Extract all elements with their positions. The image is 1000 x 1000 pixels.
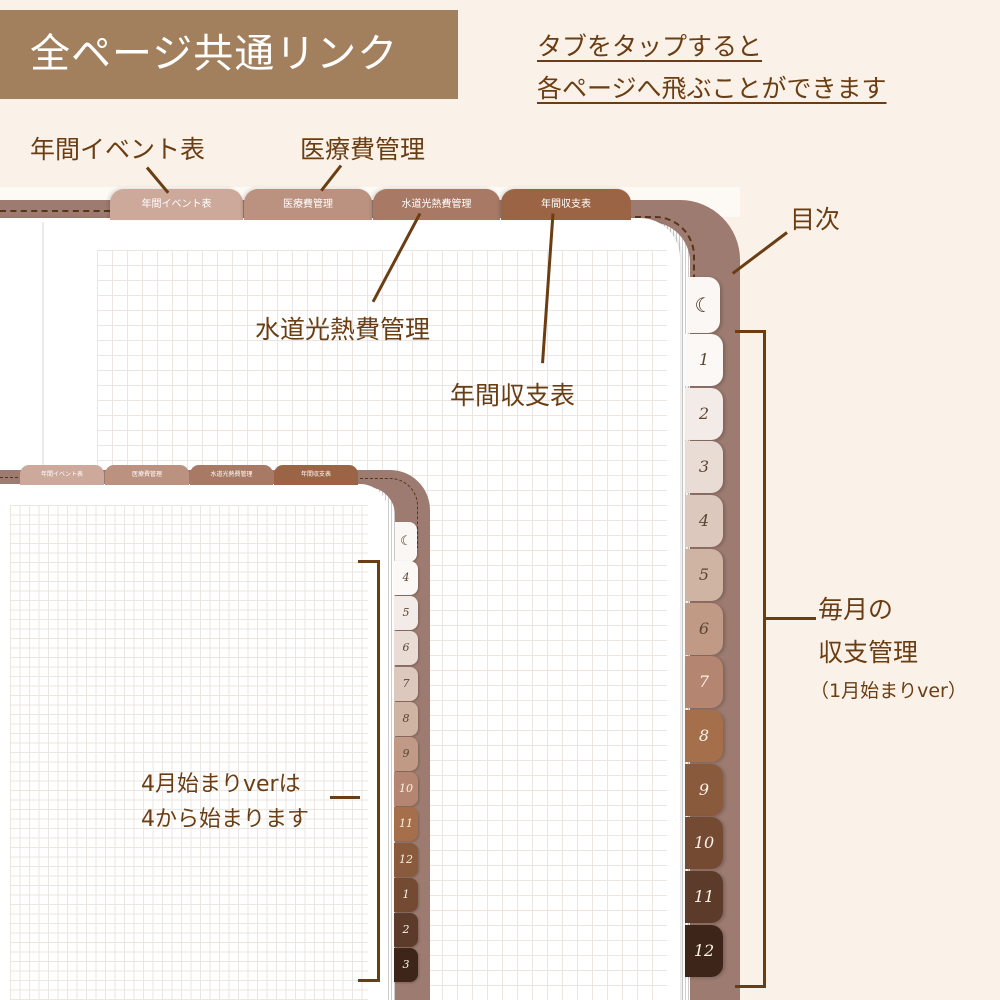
- label-medical-expenses: 医療費管理: [300, 135, 426, 164]
- tab-annual-budget[interactable]: 年間収支表: [501, 189, 631, 220]
- month-tab-label: 6: [402, 641, 410, 655]
- cover-stitch: [0, 477, 18, 478]
- month-tab-label: 5: [698, 564, 710, 584]
- month-tab-2[interactable]: 2: [394, 913, 418, 947]
- month-tab-label: 11: [693, 887, 715, 906]
- cover-stitch-corner: [635, 216, 695, 296]
- month-tab-10[interactable]: 10: [394, 772, 418, 807]
- month-tab-label: 8: [402, 711, 410, 725]
- label-monthly-1: 毎月の: [818, 595, 894, 624]
- month-tab-8[interactable]: 8: [394, 701, 418, 736]
- cover-stitch: [0, 210, 110, 212]
- tab-utility-costs[interactable]: 水道光熱費管理: [373, 189, 500, 220]
- month-tab-label: 3: [402, 958, 410, 972]
- month-tab-7[interactable]: 7: [394, 666, 418, 701]
- grid-paper: [10, 505, 368, 1000]
- moon-icon: ☾: [400, 534, 412, 549]
- month-tab-4[interactable]: 4: [394, 561, 418, 595]
- month-tab-10[interactable]: 10: [685, 817, 723, 870]
- month-tab-label: 8: [698, 725, 710, 745]
- month-tab-label: 4: [402, 571, 410, 584]
- month-tab-label: 7: [402, 676, 410, 690]
- page-title-banner: 全ページ共通リンク: [0, 10, 458, 99]
- bracket-april: [358, 560, 380, 982]
- toc-tab[interactable]: ☾: [687, 277, 720, 333]
- month-tab-2[interactable]: 2: [685, 387, 723, 440]
- month-tab-label: 12: [693, 940, 715, 960]
- month-tab-12[interactable]: 12: [394, 842, 418, 877]
- instruction-line-1: タブをタップすると: [537, 32, 763, 61]
- month-tab-label: 5: [402, 606, 410, 620]
- month-tab-label: 3: [698, 457, 710, 477]
- tab-annual-budget-small[interactable]: 年間収支表: [274, 465, 358, 485]
- pointer-line: [731, 231, 788, 275]
- month-tab-label: 10: [399, 782, 413, 796]
- label-annual-events: 年間イベント表: [30, 135, 206, 164]
- pointer-line: [766, 617, 816, 620]
- month-tab-label: 9: [402, 747, 410, 760]
- month-tab-label: 2: [402, 923, 410, 936]
- label-april-2: 4から始まります: [141, 807, 309, 832]
- instruction-line-2: 各ページへ飛ぶことができます: [537, 74, 887, 103]
- month-tab-3[interactable]: 3: [685, 441, 723, 494]
- bracket-monthly: [735, 330, 766, 988]
- month-tab-label: 2: [698, 403, 710, 423]
- toc-tab-small[interactable]: ☾: [395, 522, 417, 562]
- tab-annual-events-small[interactable]: 年間イベント表: [20, 465, 104, 485]
- month-tab-1[interactable]: 1: [394, 877, 418, 912]
- month-tab-3[interactable]: 3: [394, 948, 418, 983]
- page-title: 全ページ共通リンク: [30, 31, 399, 77]
- month-tab-label: 4: [698, 511, 710, 531]
- tab-annual-events[interactable]: 年間イベント表: [110, 189, 243, 220]
- month-tab-4[interactable]: 4: [685, 495, 723, 548]
- pointer-line: [330, 796, 360, 799]
- month-tab-9[interactable]: 9: [394, 737, 418, 771]
- tab-utility-costs-small[interactable]: 水道光熱費管理: [190, 465, 273, 485]
- month-tab-label: 1: [402, 887, 410, 901]
- month-tab-5[interactable]: 5: [685, 548, 723, 601]
- label-monthly-2: 収支管理: [818, 638, 919, 667]
- month-tab-label: 11: [399, 817, 413, 831]
- month-tab-label: 12: [399, 852, 413, 866]
- month-tab-9[interactable]: 9: [685, 763, 723, 816]
- month-tab-label: 9: [698, 779, 710, 799]
- month-tab-7[interactable]: 7: [685, 656, 723, 709]
- tab-medical-expenses-small[interactable]: 医療費管理: [105, 465, 189, 485]
- label-toc: 目次: [790, 205, 841, 234]
- month-tab-label: 1: [698, 350, 710, 369]
- month-tab-5[interactable]: 5: [394, 596, 418, 631]
- moon-icon: ☾: [694, 293, 713, 317]
- cover-stitch-corner: [360, 478, 418, 548]
- label-april-1: 4月始まりverは: [141, 772, 301, 797]
- month-tab-11[interactable]: 11: [685, 871, 723, 923]
- label-utility-costs: 水道光熱費管理: [255, 315, 431, 344]
- month-tab-6[interactable]: 6: [685, 602, 723, 655]
- month-tab-label: 10: [693, 833, 715, 853]
- label-annual-budget: 年間収支表: [450, 381, 576, 410]
- month-tab-6[interactable]: 6: [394, 631, 418, 666]
- tab-medical-expenses[interactable]: 医療費管理: [244, 189, 372, 220]
- month-tab-1[interactable]: 1: [685, 334, 723, 386]
- label-monthly-3: （1月始まりver）: [810, 680, 967, 702]
- month-tab-label: 7: [698, 672, 710, 692]
- month-tab-8[interactable]: 8: [685, 709, 723, 762]
- month-tab-12[interactable]: 12: [685, 924, 723, 977]
- instruction-text: タブをタップすると 各ページへ飛ぶことができます: [537, 26, 887, 110]
- month-tab-11[interactable]: 11: [394, 807, 418, 842]
- month-tab-label: 6: [698, 618, 710, 638]
